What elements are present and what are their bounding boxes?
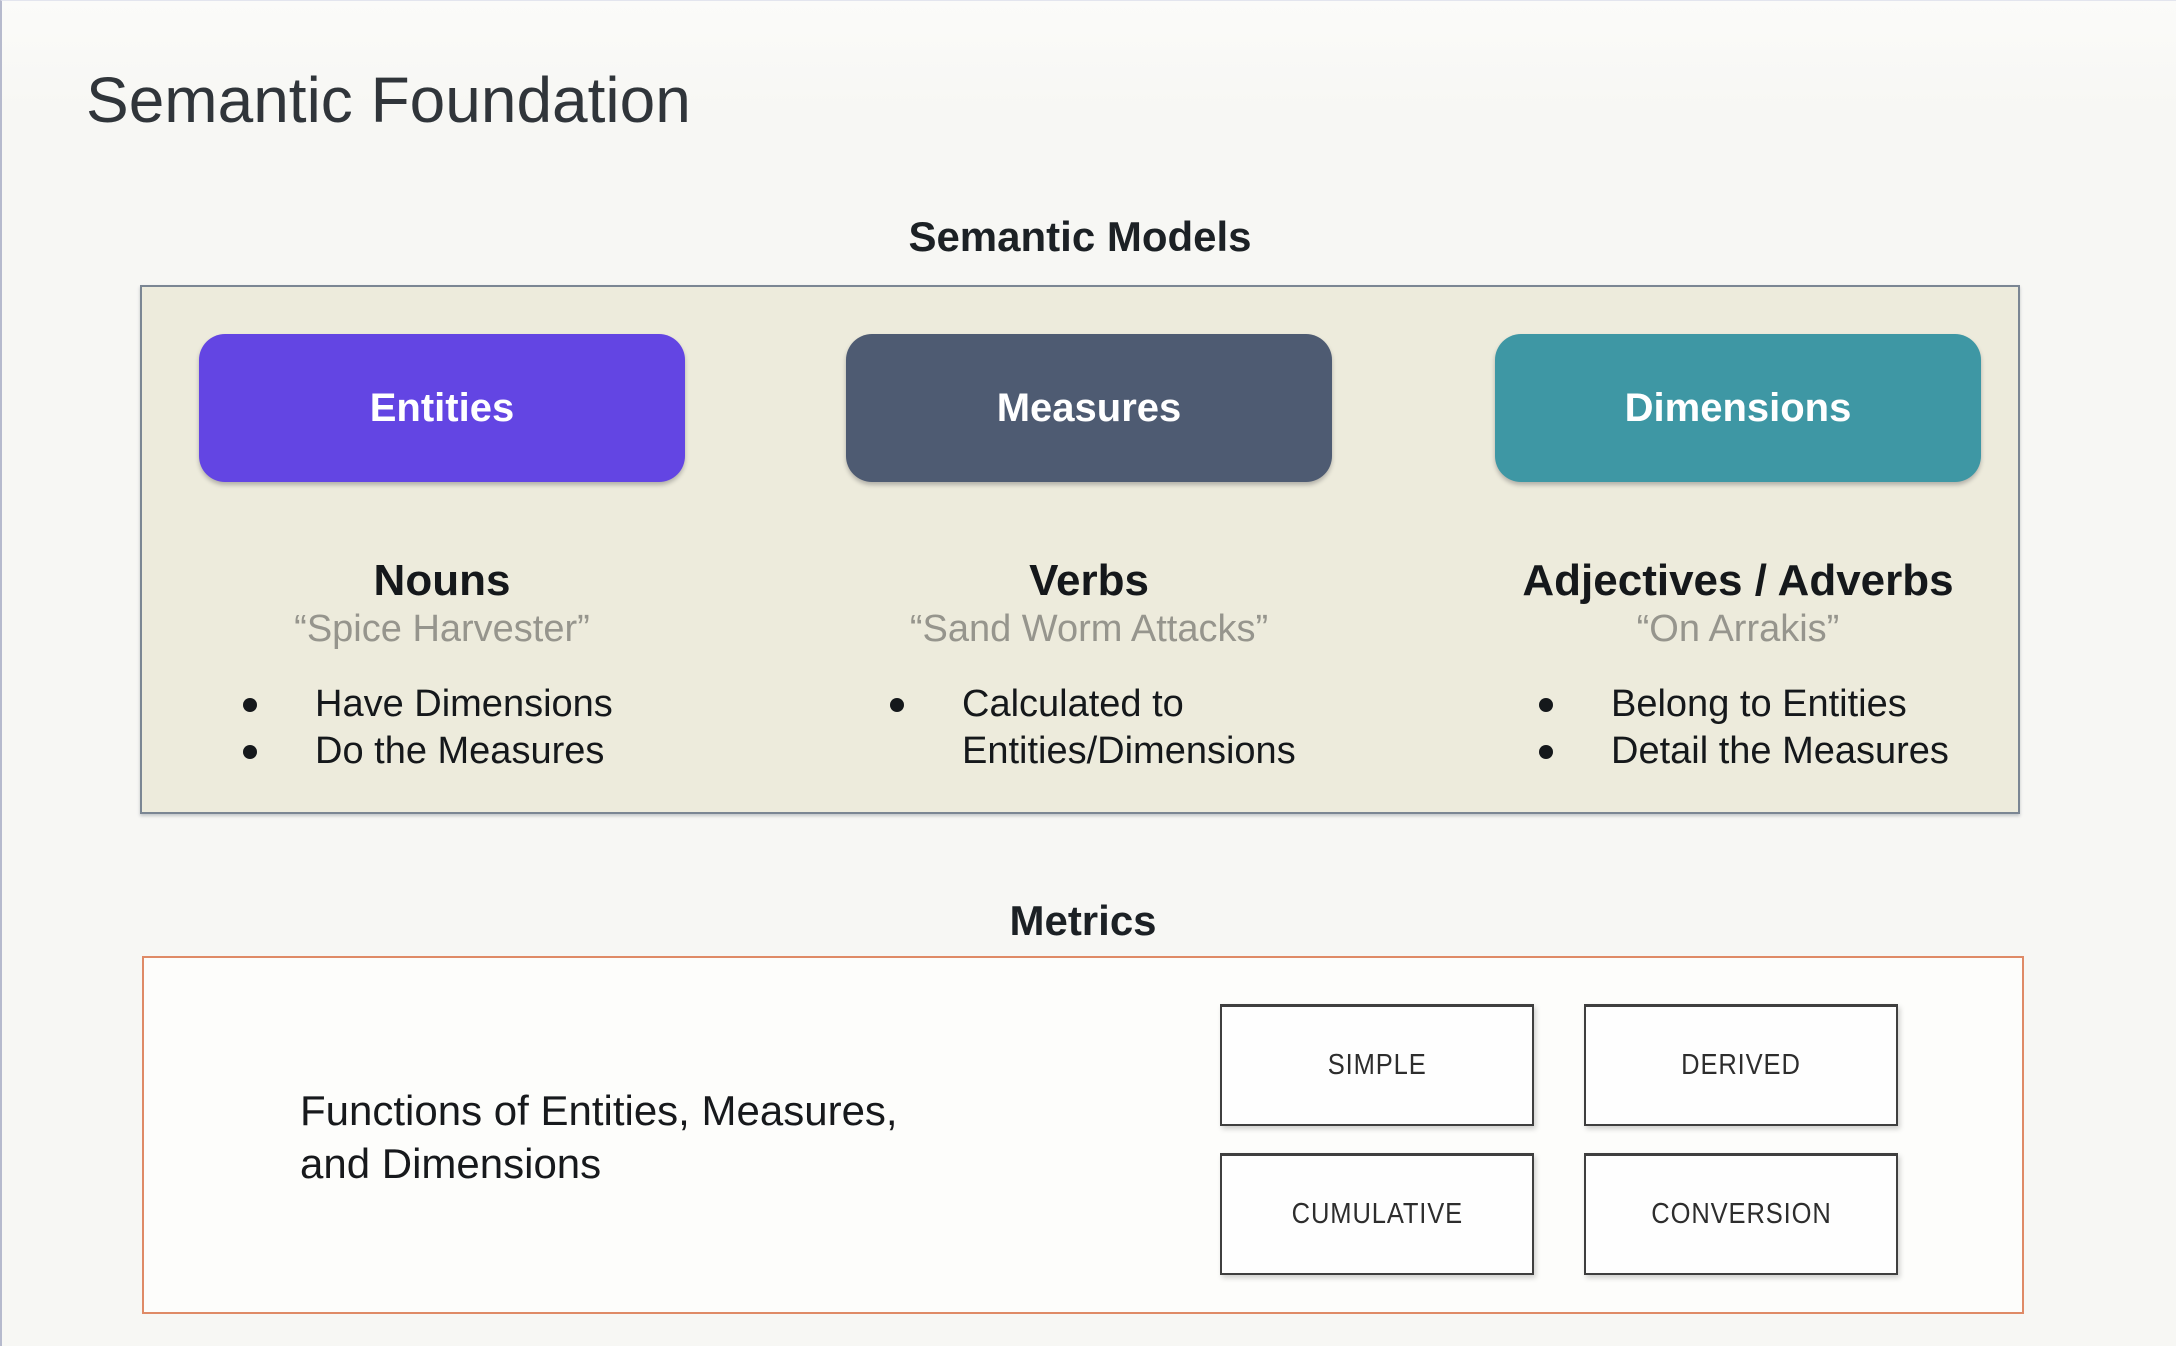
semantic-models-label: Semantic Models [908,213,1252,260]
entities-bullet-list: Have Dimensions Do the Measures [199,681,685,775]
bullet-text: Do the Measures [315,730,605,772]
metric-type-conversion: CONVERSION [1584,1153,1898,1275]
measures-column: Measures Verbs “Sand Worm Attacks” Calcu… [846,334,1332,775]
list-item: Do the Measures [243,728,685,775]
metrics-description: Functions of Entities, Measures, and Dim… [300,1084,898,1190]
entities-pill: Entities [199,334,685,482]
list-item: Detail the Measures [1539,728,1981,775]
entities-quote: “Spice Harvester” [294,608,590,650]
metrics-description-line2: and Dimensions [300,1140,602,1187]
list-item: Calculated to Entities/Dimensions [890,681,1332,775]
entities-column: Entities Nouns “Spice Harvester” Have Di… [199,334,685,775]
entities-heading: Nouns [373,556,511,605]
dimensions-column: Dimensions Adjectives / Adverbs “On Arra… [1495,334,1981,775]
metrics-description-line1: Functions of Entities, Measures, [300,1087,898,1134]
semantic-models-panel: Entities Nouns “Spice Harvester” Have Di… [140,285,2020,814]
list-item: Belong to Entities [1539,681,1981,728]
metric-type-label: CUMULATIVE [1291,1198,1463,1230]
metrics-label: Metrics [1009,897,1157,944]
bullet-dot-icon [1539,698,1553,712]
measures-heading: Verbs [1029,556,1149,605]
dimensions-quote: “On Arrakis” [1636,608,1840,650]
metric-type-simple: SIMPLE [1220,1004,1534,1126]
bullet-dot-icon [890,698,904,712]
bullet-text: Belong to Entities [1611,683,1907,725]
measures-quote: “Sand Worm Attacks” [909,608,1269,650]
metric-type-cumulative: CUMULATIVE [1220,1153,1534,1275]
bullet-text: Have Dimensions [315,683,613,725]
bullet-text: Detail the Measures [1611,730,1949,772]
dimensions-bullet-list: Belong to Entities Detail the Measures [1495,681,1981,775]
list-item: Have Dimensions [243,681,685,728]
measures-pill: Measures [846,334,1332,482]
bullet-dot-icon [243,698,257,712]
bullet-dot-icon [243,745,257,759]
metric-types-grid: SIMPLE DERIVED CUMULATIVE CONVERSION [1220,1004,1898,1275]
metric-type-label: DERIVED [1681,1049,1801,1081]
dimensions-heading: Adjectives / Adverbs [1522,556,1954,605]
bullet-text: Calculated to Entities/Dimensions [962,683,1296,772]
bullet-dot-icon [1539,745,1553,759]
metrics-panel: Functions of Entities, Measures, and Dim… [142,956,2024,1314]
metric-type-label: CONVERSION [1650,1198,1832,1230]
metric-type-derived: DERIVED [1584,1004,1898,1126]
dimensions-pill: Dimensions [1495,334,1981,482]
page-title: Semantic Foundation [86,64,691,136]
metric-type-label: SIMPLE [1327,1049,1427,1081]
measures-bullet-list: Calculated to Entities/Dimensions [846,681,1332,775]
